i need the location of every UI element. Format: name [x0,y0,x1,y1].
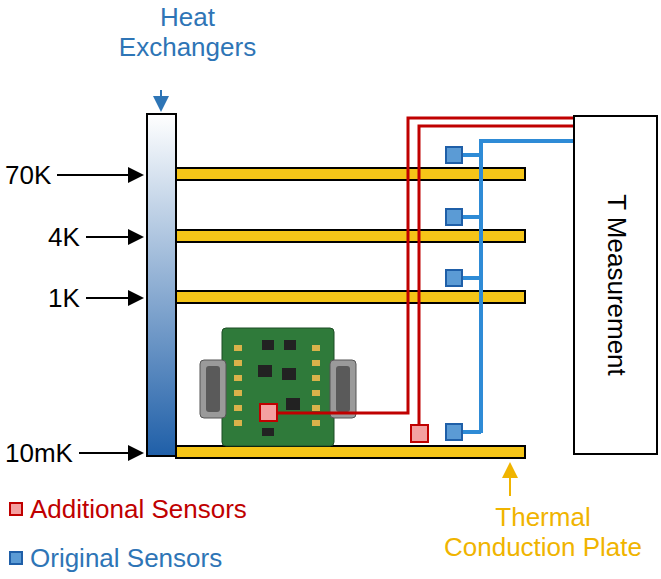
plate-label: Thermal Conduction Plate [430,502,656,562]
sensor-wire [462,153,481,157]
original-sensor [446,270,462,286]
sensor-wire [277,118,573,413]
temperature-label: 4K [48,222,80,252]
pointer-arrow [86,236,142,238]
box-title: T Measurement [600,194,631,376]
sensor-wire [462,276,481,280]
pointer-arrow [57,174,142,176]
measurement-box: T Measurement [573,115,658,455]
legend-swatch [9,551,23,565]
heading-label: Heat Exchangers [100,2,275,62]
original-sensor [446,147,462,163]
original-sensor [446,209,462,225]
sensor-wire [462,430,481,434]
conduction-plate [176,168,525,180]
conduction-plate [176,291,525,303]
conduction-plate [176,446,525,458]
additional-sensor [260,404,277,421]
legend-text: Additional Sensors [30,494,247,524]
pointer-arrow [160,90,162,110]
sensor-wire [462,215,481,219]
temperature-label: 70K [5,160,51,190]
legend-swatch [9,502,23,516]
additional-sensor [411,425,428,442]
sensor-wire [481,141,573,433]
sensor-wire [419,126,573,425]
heat-exchanger-bar [147,114,176,456]
pcb-board [200,328,356,446]
conduction-plate [176,230,525,242]
pointer-arrow [79,452,142,454]
temperature-label: 10mK [5,438,73,468]
temperature-label: 1K [48,283,80,313]
pointer-arrow [86,297,142,299]
pointer-arrow [509,464,511,496]
original-sensor [446,424,462,440]
legend-text: Original Sensors [30,543,222,573]
